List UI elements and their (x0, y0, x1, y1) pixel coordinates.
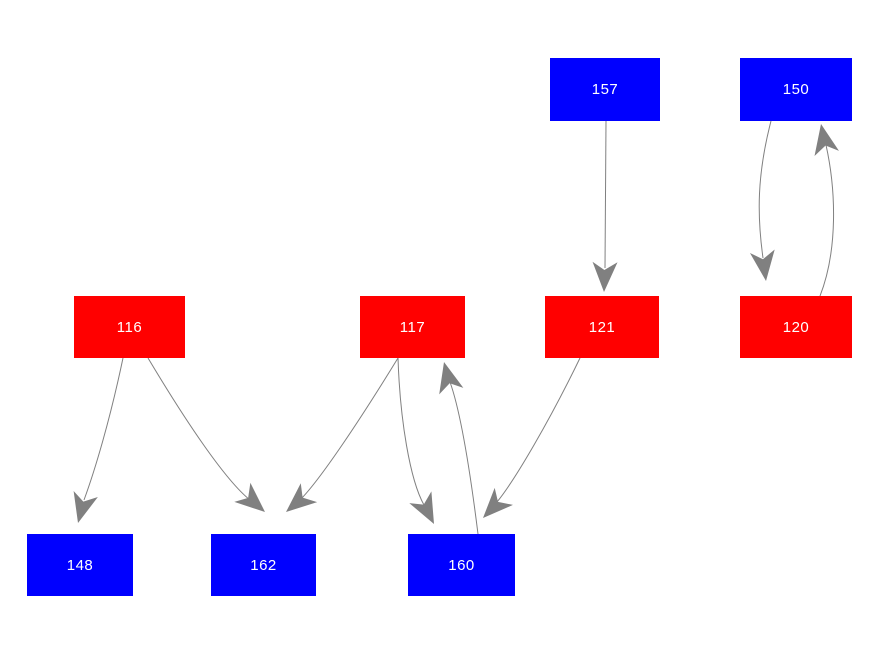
graph-node-160[interactable]: 160 (408, 534, 515, 596)
graph-node-157[interactable]: 157 (550, 58, 660, 121)
arrowhead-150-to-120 (749, 249, 775, 281)
graph-edge-120-to-150 (819, 144, 835, 297)
graph-node-150[interactable]: 150 (740, 58, 852, 121)
graph-node-117[interactable]: 117 (360, 296, 465, 358)
graph-edge-116-to-162 (147, 357, 251, 501)
node-label: 148 (66, 556, 94, 574)
arrowhead-117-to-162 (286, 483, 318, 512)
arrowhead-157-to-121 (592, 261, 618, 292)
graph-edge-121-to-160 (496, 357, 581, 503)
arrowhead-116-to-148 (73, 490, 98, 523)
node-label: 121 (588, 318, 616, 336)
node-label: 117 (399, 318, 426, 336)
graph-node-121[interactable]: 121 (545, 296, 659, 358)
node-label: 150 (782, 81, 810, 98)
arrowhead-160-to-117 (439, 362, 464, 395)
node-label: 157 (591, 81, 619, 98)
arrowhead-121-to-160 (483, 487, 513, 518)
graph-edge-116-to-148 (83, 357, 124, 501)
node-label: 116 (116, 318, 143, 336)
graph-edge-157-to-121 (604, 120, 607, 269)
graph-node-120[interactable]: 120 (740, 296, 852, 358)
graph-node-116[interactable]: 116 (74, 296, 185, 358)
node-label: 160 (448, 556, 475, 574)
arrowhead-120-to-150 (814, 124, 839, 157)
graph-edge-160-to-117 (449, 381, 479, 535)
graph-edge-150-to-120 (758, 120, 772, 259)
node-label: 162 (250, 556, 277, 574)
arrowhead-117-to-160 (409, 491, 434, 524)
arrowhead-116-to-162 (234, 482, 265, 512)
graph-node-162[interactable]: 162 (211, 534, 316, 596)
graph-edge-117-to-162 (299, 357, 399, 501)
graph-node-148[interactable]: 148 (27, 534, 133, 596)
node-label: 120 (782, 318, 810, 336)
graph-edge-117-to-160 (397, 357, 425, 506)
